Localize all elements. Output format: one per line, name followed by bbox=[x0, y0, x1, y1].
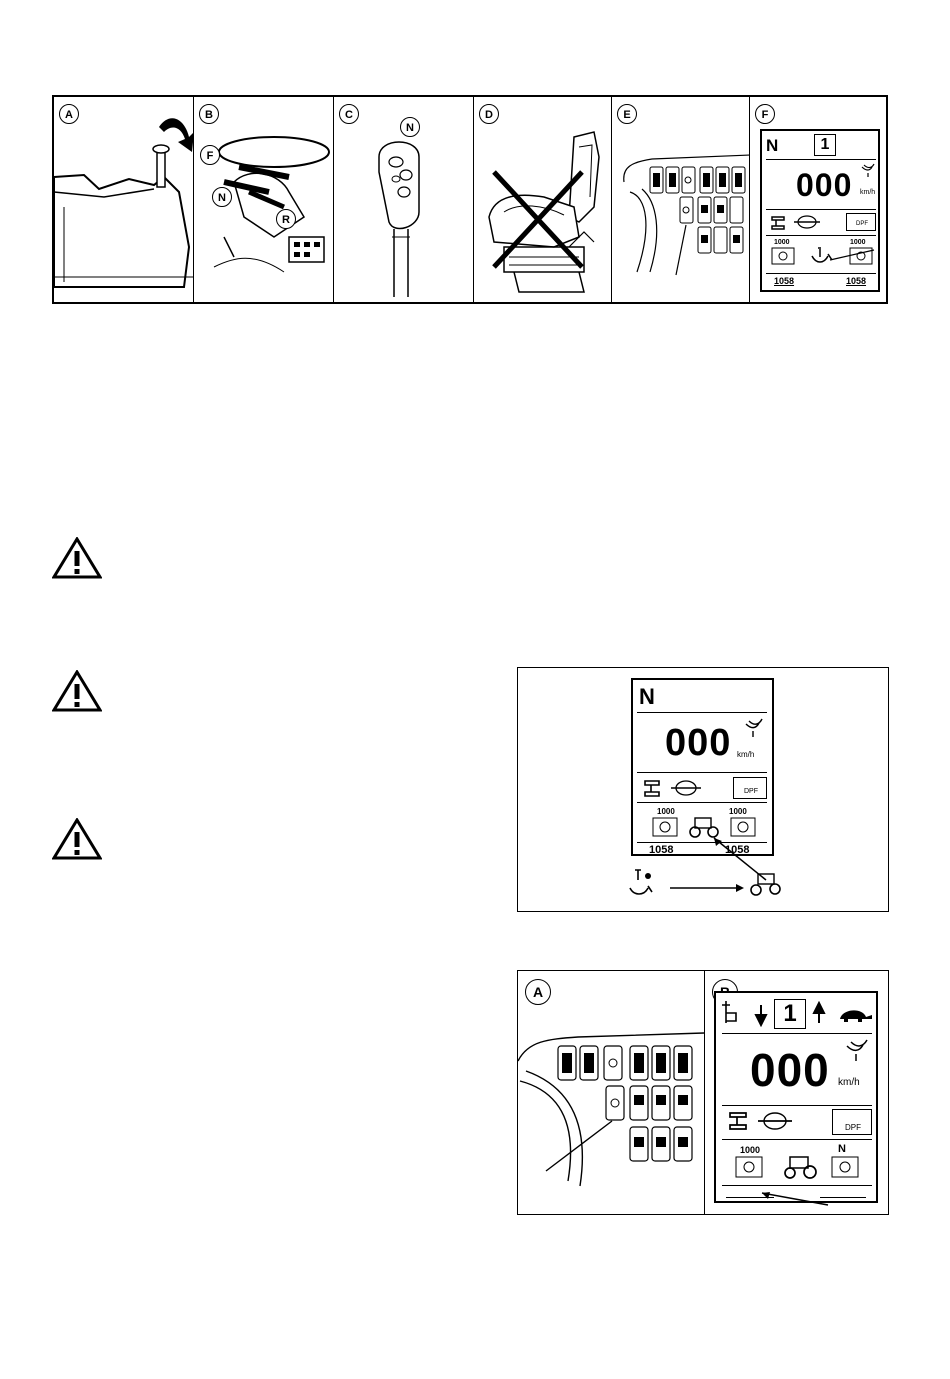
label-f: F bbox=[200, 145, 220, 165]
pto-right-value: 1000 bbox=[729, 807, 747, 816]
pto-left-value: 1000 bbox=[774, 239, 790, 246]
panel-label-b: B bbox=[199, 104, 219, 124]
panel-label-d: D bbox=[479, 104, 499, 124]
speed-unit: km/h bbox=[737, 750, 754, 759]
seat-illustration bbox=[474, 97, 612, 302]
radar-icon bbox=[743, 718, 765, 740]
gear-number: 1 bbox=[814, 134, 836, 156]
bottom-figure: A B 1 000 km/h bbox=[517, 970, 889, 1215]
display-f: N 1 000 km/h DPF 1000 1000 1058 1058 bbox=[760, 129, 880, 292]
axle-icon bbox=[758, 1109, 792, 1133]
diff-lock-icon bbox=[641, 777, 663, 799]
axle-icon bbox=[794, 213, 820, 231]
rpm-right-value: 1058 bbox=[846, 276, 866, 286]
dpf-label: DPF bbox=[856, 221, 868, 227]
rpm-left-value: 1058 bbox=[774, 276, 794, 286]
panel-label-a: A bbox=[59, 104, 79, 124]
warning-icon bbox=[52, 818, 102, 860]
label-n-joystick: N bbox=[400, 117, 420, 137]
panel-d: D bbox=[474, 97, 612, 302]
diff-lock-icon bbox=[768, 213, 788, 231]
label-r: R bbox=[276, 209, 296, 229]
middle-display-figure: N 000 km/h DPF 1000 1000 1058 1058 bbox=[517, 667, 889, 912]
dpf-icon: DPF bbox=[846, 213, 876, 231]
dpf-icon: DPF bbox=[832, 1109, 872, 1135]
panel-f: F N 1 000 km/h DPF 1000 1000 105 bbox=[750, 97, 886, 302]
gear-mode: N bbox=[639, 684, 655, 710]
switch-console-illustration bbox=[518, 971, 704, 1214]
panel-c: C N bbox=[334, 97, 474, 302]
speed-unit: km/h bbox=[838, 1077, 860, 1088]
panel-label-e: E bbox=[617, 104, 637, 124]
speed-value: 000 bbox=[750, 1043, 830, 1097]
panel-e: E bbox=[612, 97, 750, 302]
pto-icons bbox=[770, 246, 878, 268]
diff-lock-icon bbox=[726, 1109, 750, 1133]
warning-icon bbox=[52, 670, 102, 712]
gear-down-icon bbox=[754, 1003, 768, 1027]
dpf-icon: DPF bbox=[733, 777, 767, 799]
panel-label-c: C bbox=[339, 104, 359, 124]
gear-up-icon bbox=[812, 1001, 826, 1025]
warning-icon bbox=[52, 537, 102, 579]
pto-left-value: 1000 bbox=[740, 1145, 760, 1155]
radar-icon bbox=[860, 163, 876, 179]
panel-label-f: F bbox=[755, 104, 775, 124]
speed-value: 000 bbox=[665, 722, 731, 765]
gear-mode: N bbox=[766, 136, 778, 156]
lever-illustration bbox=[54, 97, 194, 302]
label-n: N bbox=[212, 187, 232, 207]
panel-a: A bbox=[54, 97, 194, 302]
radar-icon bbox=[844, 1039, 870, 1065]
illustration-strip: A B F N R C N bbox=[52, 95, 888, 304]
pointer-arrow bbox=[756, 1187, 836, 1207]
pto-right-value: N bbox=[838, 1143, 846, 1155]
dpf-label: DPF bbox=[744, 788, 758, 795]
speed-value: 000 bbox=[796, 167, 852, 204]
pto-right-value: 1000 bbox=[850, 239, 866, 246]
panel-b: B F N R bbox=[194, 97, 334, 302]
bottom-display: 1 000 km/h DPF 1000 N bbox=[714, 991, 878, 1203]
speed-unit: km/h bbox=[860, 189, 875, 196]
axle-icon bbox=[671, 777, 701, 799]
tortoise-icon bbox=[836, 1005, 876, 1023]
pto-icons bbox=[732, 1155, 872, 1181]
pto-left-value: 1000 bbox=[657, 807, 675, 816]
dpf-label: DPF bbox=[845, 1123, 861, 1132]
seat-to-tractor-arrows bbox=[618, 818, 798, 908]
hitch-icon bbox=[720, 999, 742, 1027]
gear-number: 1 bbox=[774, 999, 806, 1029]
switch-console-illustration bbox=[612, 97, 750, 302]
